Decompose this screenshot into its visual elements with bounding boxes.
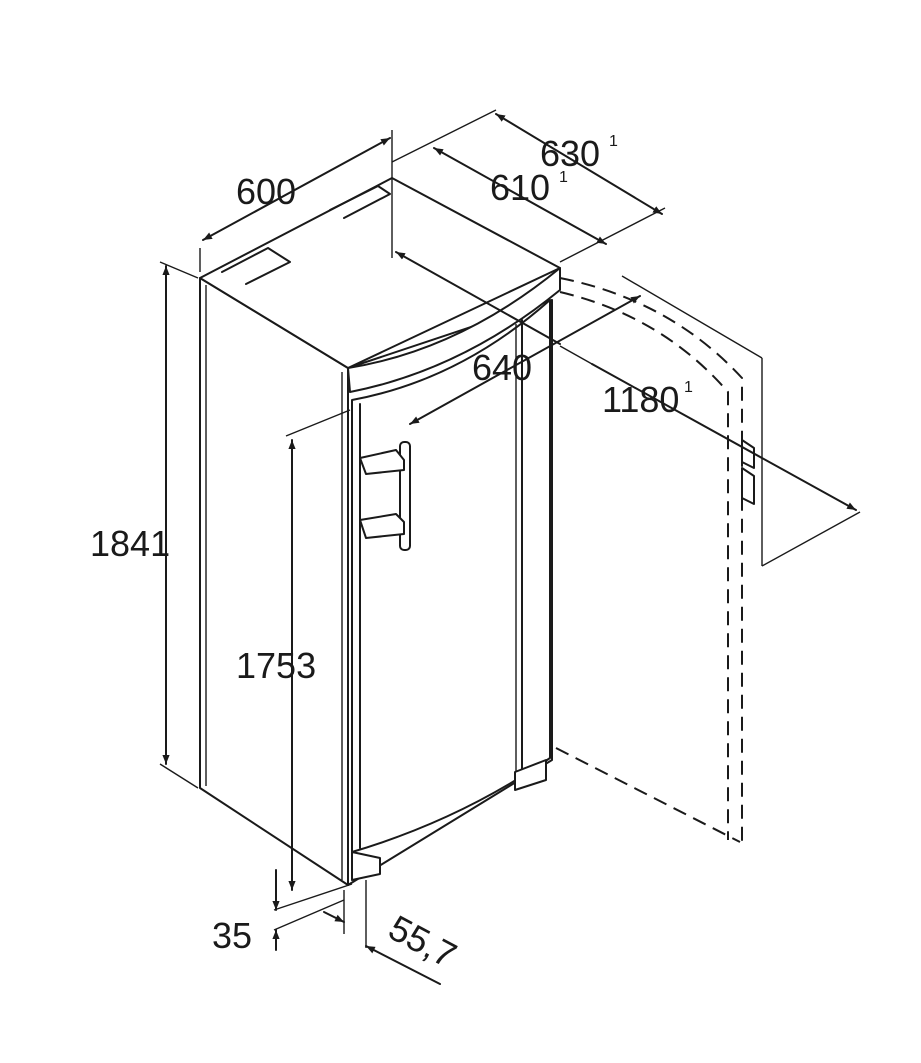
- dim-depth-610-footnote: 1: [559, 169, 568, 186]
- dim-depth-640: 640: [472, 347, 532, 388]
- dim-depth-630: 630: [540, 133, 600, 174]
- open-door-outline: [555, 277, 755, 843]
- dimension-lines: [159, 109, 861, 985]
- dim-open-1180: 1180: [602, 379, 679, 420]
- dim-depth-630-footnote: 1: [609, 133, 618, 150]
- dim-offset-55-7: 55,7: [382, 907, 463, 976]
- dim-depth-610: 610: [490, 167, 550, 208]
- dim-height-1753: 1753: [236, 645, 316, 686]
- dim-feet-35: 35: [212, 915, 252, 956]
- dim-width-600: 600: [236, 171, 296, 212]
- dim-open-1180-footnote: 1: [684, 379, 693, 396]
- dim-height-1841: 1841: [90, 523, 170, 564]
